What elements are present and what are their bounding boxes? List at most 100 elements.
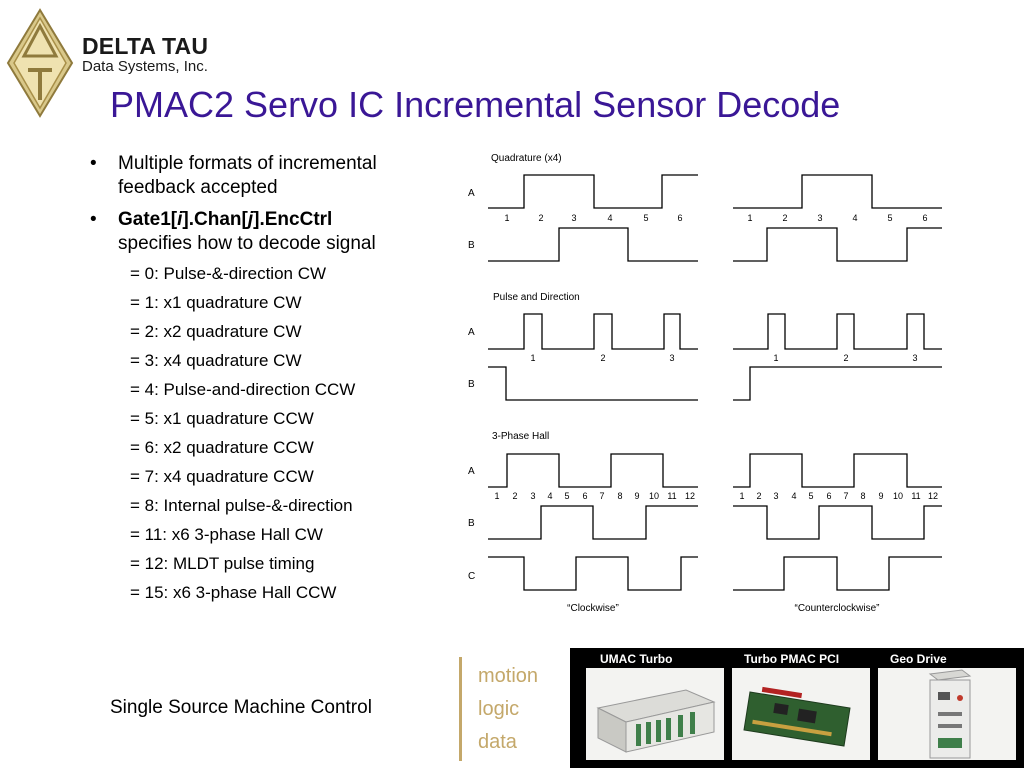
quad-cw-number: 6 <box>677 213 682 223</box>
tagline: motion logic data <box>478 660 538 759</box>
quad-cw-number: 5 <box>643 213 648 223</box>
pd-ccw-number: 2 <box>843 353 848 363</box>
mode-item: = 15: x6 3-phase Hall CCW <box>130 583 337 602</box>
pd-b-label: B <box>468 379 475 390</box>
hall-c-label: C <box>468 571 475 582</box>
quad-title: Quadrature (x4) <box>491 153 562 164</box>
pd-cw-number: 2 <box>600 353 605 363</box>
geo-drive-image <box>878 668 1016 760</box>
bullet-formats-line1: Multiple formats of incremental <box>118 153 377 174</box>
mode-item: = 11: x6 3-phase Hall CW <box>130 525 323 544</box>
hall-ccw-number: 8 <box>860 491 865 501</box>
encctrl-desc: specifies how to decode signal <box>118 233 376 254</box>
mode-item: = 7: x4 quadrature CCW <box>130 467 314 486</box>
clockwise-caption: “Clockwise” <box>567 603 619 614</box>
hall-ccw-number: 11 <box>911 491 920 501</box>
counterclockwise-caption: “Counterclockwise” <box>794 603 879 614</box>
hall-cw-number: 5 <box>564 491 569 501</box>
mode-item: = 0: Pulse-&-direction CW <box>130 264 327 283</box>
pd-cw-number: 3 <box>669 353 674 363</box>
encctrl-code: Gate1[i].Chan[j].EncCtrl <box>118 208 450 232</box>
hall-ccw-number: 1 <box>739 491 744 501</box>
quad-ccw-a-waveform <box>733 174 942 209</box>
mode-item: = 2: x2 quadrature CW <box>130 322 302 341</box>
mode-item: = 12: MLDT pulse timing <box>130 554 315 573</box>
tagline-word: motion <box>478 665 539 687</box>
bullet-list: • Multiple formats of incremental feedba… <box>90 152 450 612</box>
hall-cw-number: 7 <box>599 491 604 501</box>
code-part-a: Gate1[ <box>118 209 178 230</box>
mode-item: = 4: Pulse-and-direction CCW <box>130 380 356 399</box>
quad-cw-a-waveform <box>488 174 698 209</box>
hall-ccw-number: 5 <box>808 491 813 501</box>
hall-ccw-number: 3 <box>773 491 778 501</box>
quad-cw-b-waveform <box>488 227 698 262</box>
pd-cw-b-waveform <box>488 366 698 401</box>
hall-cw-number: 11 <box>667 491 676 501</box>
pd-a-label: A <box>468 327 475 338</box>
hall-cw-number: 2 <box>512 491 517 501</box>
pd-ccw-number: 3 <box>912 353 917 363</box>
pd-title: Pulse and Direction <box>493 292 580 303</box>
hall-ccw-number: 12 <box>928 491 938 501</box>
hall-cw-number: 4 <box>547 491 552 501</box>
hall-cw-number: 1 <box>494 491 499 501</box>
code-index-j: j <box>247 209 254 230</box>
quad-cw-number: 2 <box>538 213 543 223</box>
tagline-word: logic <box>478 698 520 720</box>
tagline-divider <box>459 657 462 761</box>
hall-cw-c-waveform <box>488 556 698 591</box>
hall-cw-number: 3 <box>530 491 535 501</box>
hall-cw-number: 8 <box>617 491 622 501</box>
hall-ccw-b-waveform <box>733 505 942 540</box>
quad-ccw-number: 3 <box>817 213 822 223</box>
hall-cw-number: 12 <box>685 491 695 501</box>
pd-cw-number: 1 <box>530 353 535 363</box>
code-part-b: ].Chan[ <box>182 209 248 230</box>
hall-cw-number: 9 <box>634 491 639 501</box>
bullet-dot: • <box>90 209 97 230</box>
mode-item: = 8: Internal pulse-&-direction <box>130 496 353 515</box>
timing-diagram: Quadrature (x4) Pulse and Direction 3-Ph… <box>468 153 942 614</box>
company-subtitle: Data Systems, Inc. <box>82 58 208 75</box>
quad-cw-number: 4 <box>607 213 612 223</box>
quad-a-label: A <box>468 188 475 199</box>
hall-a-label: A <box>468 466 475 477</box>
hall-ccw-number: 6 <box>826 491 831 501</box>
quad-ccw-number: 4 <box>852 213 857 223</box>
hall-ccw-number: 10 <box>893 491 903 501</box>
company-block: DELTA TAU Data Systems, Inc. <box>82 34 208 76</box>
product-label-umac: UMAC Turbo <box>600 652 673 666</box>
mode-item: = 6: x2 quadrature CCW <box>130 438 314 457</box>
tagline-word: data <box>478 731 517 753</box>
hall-cw-number: 10 <box>649 491 659 501</box>
pd-ccw-number: 1 <box>773 353 778 363</box>
pd-cw-a-waveform <box>488 313 698 350</box>
quad-ccw-number: 5 <box>887 213 892 223</box>
quad-ccw-number: 1 <box>747 213 752 223</box>
footer-slogan: Single Source Machine Control <box>110 697 372 718</box>
quad-ccw-number: 2 <box>782 213 787 223</box>
mode-item: = 3: x4 quadrature CW <box>130 351 302 370</box>
hall-ccw-a-waveform <box>733 453 942 488</box>
company-name: DELTA TAU <box>82 33 209 59</box>
quad-cw-number: 3 <box>571 213 576 223</box>
code-part-c: ].EncCtrl <box>253 209 333 230</box>
mode-item: = 1: x1 quadrature CW <box>130 293 302 312</box>
mode-item: = 5: x1 quadrature CCW <box>130 409 314 428</box>
bullet-encctrl: • Gate1[i].Chan[j].EncCtrl specifies how… <box>90 208 450 256</box>
hall-cw-a-waveform <box>488 453 698 488</box>
delta-tau-logo-icon <box>6 8 74 118</box>
product-label-geo-drive: Geo Drive <box>890 652 947 666</box>
mode-list: = 0: Pulse-&-direction CW = 1: x1 quadra… <box>90 264 450 603</box>
product-label-turbo-pmac: Turbo PMAC PCI <box>744 652 840 666</box>
quad-ccw-b-waveform <box>733 227 942 262</box>
hall-title: 3-Phase Hall <box>492 431 549 442</box>
hall-ccw-number: 2 <box>756 491 761 501</box>
bullet-formats-line2: feedback accepted <box>118 177 278 198</box>
pd-ccw-a-waveform <box>733 313 942 350</box>
turbo-pmac-pci-image <box>732 668 870 760</box>
hall-ccw-c-waveform <box>733 556 942 591</box>
slide-title: PMAC2 Servo IC Incremental Sensor Decode <box>110 84 841 125</box>
hall-b-label: B <box>468 518 475 529</box>
